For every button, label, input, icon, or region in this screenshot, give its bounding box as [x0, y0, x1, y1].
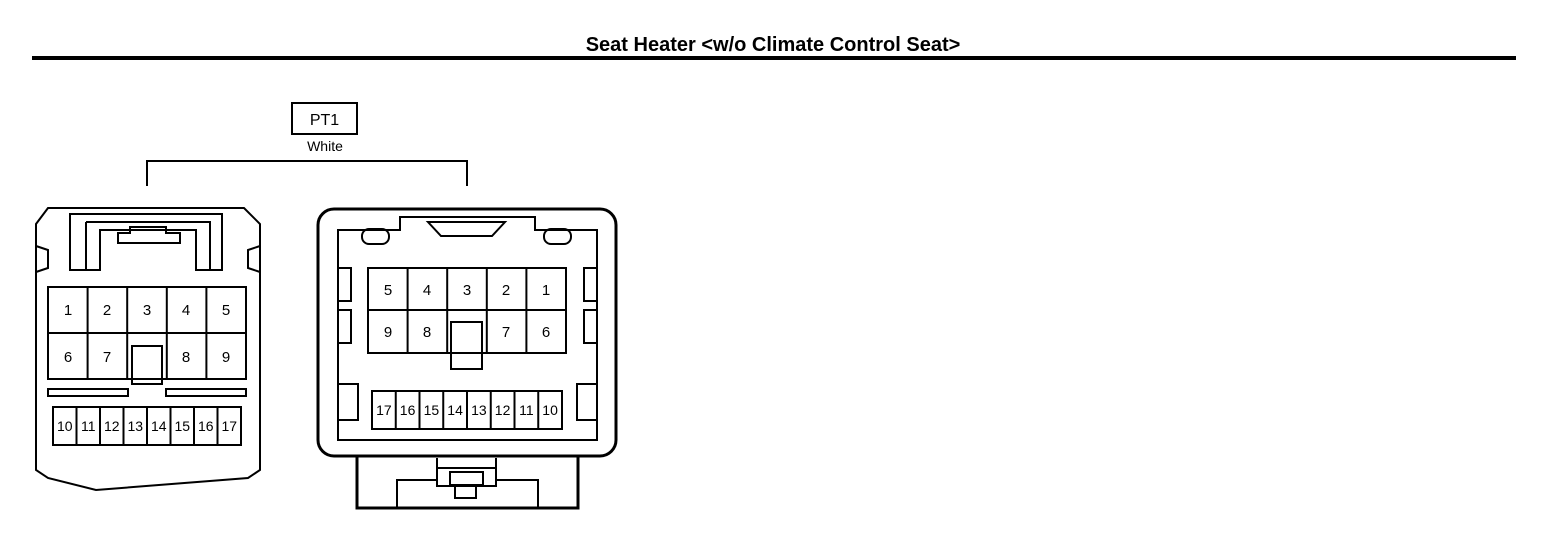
left-pin-label: 10 [57, 418, 73, 434]
left-pin-label: 5 [222, 302, 230, 319]
right-pin-label: 10 [542, 402, 558, 418]
left-pin-label: 8 [182, 349, 190, 366]
right-pin-label: 6 [542, 324, 550, 341]
title-rule [32, 56, 1516, 60]
diagram-title: Seat Heater <w/o Climate Control Seat> [586, 34, 961, 56]
left-pin-label: 2 [103, 302, 111, 319]
right-pin-label: 9 [384, 324, 392, 341]
left-pin-label: 7 [103, 349, 111, 366]
left-connector-lock [117, 226, 181, 244]
right-pin-label: 5 [384, 282, 392, 299]
right-connector-inner-frame [337, 216, 598, 441]
right-connector-housing [316, 207, 618, 458]
right-connector: 5 4 3 2 1 9 8 7 6 17 16 15 14 13 12 11 1… [316, 207, 618, 510]
left-pin-label: 11 [81, 418, 96, 434]
left-pin-label: 14 [151, 418, 167, 434]
connector-code: PT1 [310, 112, 339, 129]
left-pin-label: 6 [64, 349, 72, 366]
left-pin-label: 13 [128, 418, 144, 434]
right-pin-label: 12 [495, 402, 511, 418]
right-pin-label: 13 [471, 402, 487, 418]
left-pin-label: 12 [104, 418, 120, 434]
left-pin-label: 4 [182, 302, 190, 319]
left-connector-housing [35, 207, 261, 492]
left-pin-label: 16 [198, 418, 214, 434]
right-connector-bottom-latch [355, 457, 580, 510]
left-pin-label: 1 [64, 302, 72, 319]
right-pin-label: 1 [542, 282, 550, 299]
right-pin-label: 4 [423, 282, 431, 299]
connector-bracket [146, 160, 468, 186]
left-key-slot [131, 345, 163, 385]
left-pin-label: 17 [222, 418, 238, 434]
left-pin-label: 15 [175, 418, 191, 434]
right-pin-label: 11 [519, 402, 534, 418]
left-pin-label: 3 [143, 302, 151, 319]
right-pin-label: 3 [463, 282, 471, 299]
left-connector-latch [69, 213, 223, 271]
right-pin-label: 7 [502, 324, 510, 341]
left-pin-label: 9 [222, 349, 230, 366]
connector-color: White [307, 138, 343, 154]
right-pin-label: 8 [423, 324, 431, 341]
right-pin-label: 14 [447, 402, 463, 418]
right-pin-label: 15 [424, 402, 440, 418]
connector-code-box [291, 102, 358, 135]
left-connector: 1 2 3 4 5 6 7 8 9 10 11 12 13 14 15 16 1… [35, 207, 261, 492]
right-pin-label: 17 [376, 402, 392, 418]
right-connector-notch [425, 221, 508, 237]
right-pin-label: 2 [502, 282, 510, 299]
right-key-slot [450, 321, 483, 370]
right-pin-label: 16 [400, 402, 416, 418]
